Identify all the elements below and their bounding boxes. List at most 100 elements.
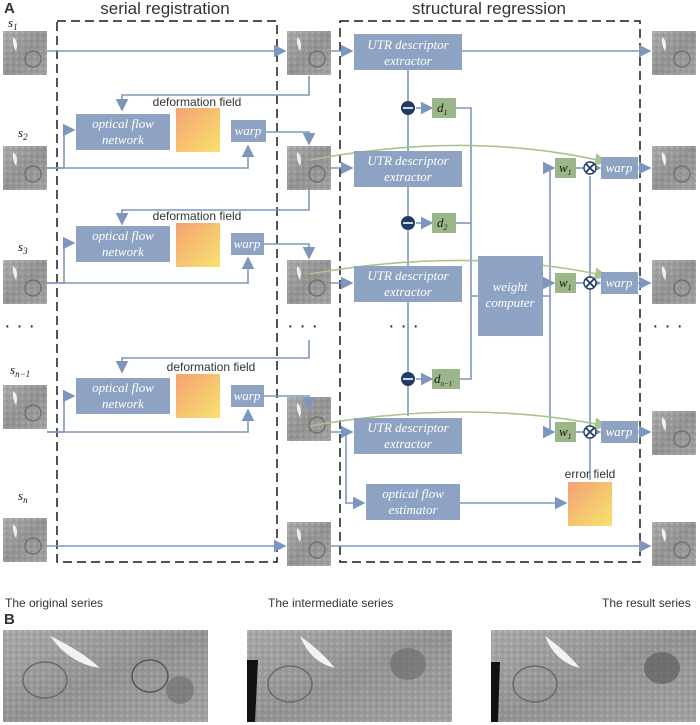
svg-text:network: network <box>102 244 144 259</box>
svg-text:d1: d1 <box>437 100 448 117</box>
svg-text:w1: w1 <box>559 424 572 441</box>
optical-flow-network-1: optical flow network <box>76 114 170 150</box>
utr-extractor-4: UTR descriptor extractor <box>354 418 462 454</box>
ellipsis-left: · · · <box>4 315 35 337</box>
svg-text:network: network <box>102 132 144 147</box>
weight-w-1: w1 <box>555 158 576 178</box>
serial-warp-3: warp <box>231 385 264 407</box>
ellipsis-right: · · · <box>652 315 683 337</box>
serial-warp-2: warp <box>231 233 264 255</box>
svg-text:warp: warp <box>606 424 633 439</box>
utr-extractor-1: UTR descriptor extractor <box>354 34 462 70</box>
svg-text:network: network <box>102 396 144 411</box>
difference-d1: d1 <box>432 98 456 118</box>
serial-registration-title: serial registration <box>100 0 229 18</box>
svg-text:UTR descriptor: UTR descriptor <box>367 37 449 52</box>
serial-registration-frame <box>56 20 278 563</box>
regression-warp-3: warp <box>601 421 638 443</box>
svg-text:optical flow: optical flow <box>382 486 444 501</box>
optical-flow-network-3: optical flow network <box>76 378 170 414</box>
optical-flow-estimator: optical flow estimator <box>366 484 460 520</box>
thumb-intermediate-2 <box>286 145 332 191</box>
image-intermediate-series <box>247 630 452 722</box>
thumb-result-1 <box>651 30 697 76</box>
feature-curves <box>309 144 608 431</box>
utr-extractor-3: UTR descriptor extractor <box>354 266 462 302</box>
error-field <box>568 482 612 526</box>
weight-w-3: w1 <box>555 422 576 442</box>
weight-w-2: w1 <box>555 273 576 293</box>
svg-text:UTR descriptor: UTR descriptor <box>367 268 449 283</box>
thumb-intermediate-3 <box>286 259 332 305</box>
multiply-node-3 <box>583 425 597 439</box>
svg-text:warp: warp <box>606 160 633 175</box>
utr-extractor-2: UTR descriptor extractor <box>354 151 462 187</box>
label-sn-1: sn−1 <box>10 362 30 379</box>
thumb-original-sn <box>2 517 48 563</box>
ellipsis-middle: · · · <box>287 315 318 337</box>
error-field-label: error field <box>565 467 616 481</box>
thumb-result-2 <box>651 145 697 191</box>
label-s2: s2 <box>18 125 28 142</box>
svg-text:warp: warp <box>606 275 633 290</box>
svg-text:estimator: estimator <box>388 502 438 517</box>
label-sn: sn <box>18 488 28 505</box>
image-result-series <box>491 630 696 722</box>
svg-text:UTR descriptor: UTR descriptor <box>367 420 449 435</box>
deformation-field-1 <box>176 108 220 152</box>
svg-text:d2: d2 <box>437 215 448 232</box>
thumb-intermediate-1 <box>286 30 332 76</box>
regression-warp-2: warp <box>601 272 638 294</box>
minus-node-1 <box>401 101 415 115</box>
svg-text:extractor: extractor <box>384 169 433 184</box>
serial-connectors <box>47 44 316 553</box>
difference-dn-1: dn−1 <box>432 369 460 389</box>
svg-text:computer: computer <box>485 295 535 310</box>
deformation-field-3 <box>176 374 220 418</box>
caption-intermediate-series: The intermediate series <box>268 596 393 610</box>
svg-text:optical flow: optical flow <box>92 380 154 395</box>
minus-node-2 <box>401 216 415 230</box>
panel-label-a: A <box>4 0 15 17</box>
svg-text:optical flow: optical flow <box>92 228 154 243</box>
multiply-node-1 <box>583 161 597 175</box>
svg-text:UTR descriptor: UTR descriptor <box>367 153 449 168</box>
regression-warp-1: warp <box>601 157 638 179</box>
thumb-original-s3 <box>2 259 48 305</box>
svg-text:warp: warp <box>234 388 261 403</box>
svg-text:w1: w1 <box>559 275 572 292</box>
thumb-result-3 <box>651 259 697 305</box>
label-s1: s1 <box>8 15 18 32</box>
deformation-field-label-2: deformation field <box>153 209 242 223</box>
deformation-field-label-1: deformation field <box>153 95 242 109</box>
svg-text:extractor: extractor <box>384 284 433 299</box>
deformation-field-label-3: deformation field <box>167 360 256 374</box>
ellipsis-structural: · · · <box>388 315 419 337</box>
label-s3: s3 <box>18 239 28 256</box>
minus-node-3 <box>401 372 415 386</box>
svg-text:warp: warp <box>234 236 261 251</box>
thumb-original-sn-1 <box>2 384 48 430</box>
caption-result-series: The result series <box>602 596 691 610</box>
svg-text:weight: weight <box>493 279 528 294</box>
svg-text:warp: warp <box>235 123 262 138</box>
multiply-node-2 <box>583 276 597 290</box>
svg-text:optical flow: optical flow <box>92 116 154 131</box>
svg-text:dn−1: dn−1 <box>434 371 452 388</box>
image-original-series <box>3 630 208 722</box>
thumb-original-s1 <box>2 30 48 76</box>
caption-original-series: The original series <box>5 596 103 610</box>
weight-computer: weight computer <box>478 256 543 336</box>
deformation-field-2 <box>176 223 220 267</box>
serial-warp-1: warp <box>231 120 266 142</box>
thumb-intermediate-n <box>286 521 332 567</box>
thumb-original-s2 <box>2 145 48 191</box>
svg-text:extractor: extractor <box>384 436 433 451</box>
optical-flow-network-2: optical flow network <box>76 226 170 262</box>
structural-regression-title: structural regression <box>412 0 566 18</box>
thumb-result-n <box>651 521 697 567</box>
panel-label-b: B <box>4 611 15 628</box>
svg-text:w1: w1 <box>559 160 572 177</box>
svg-text:extractor: extractor <box>384 53 433 68</box>
